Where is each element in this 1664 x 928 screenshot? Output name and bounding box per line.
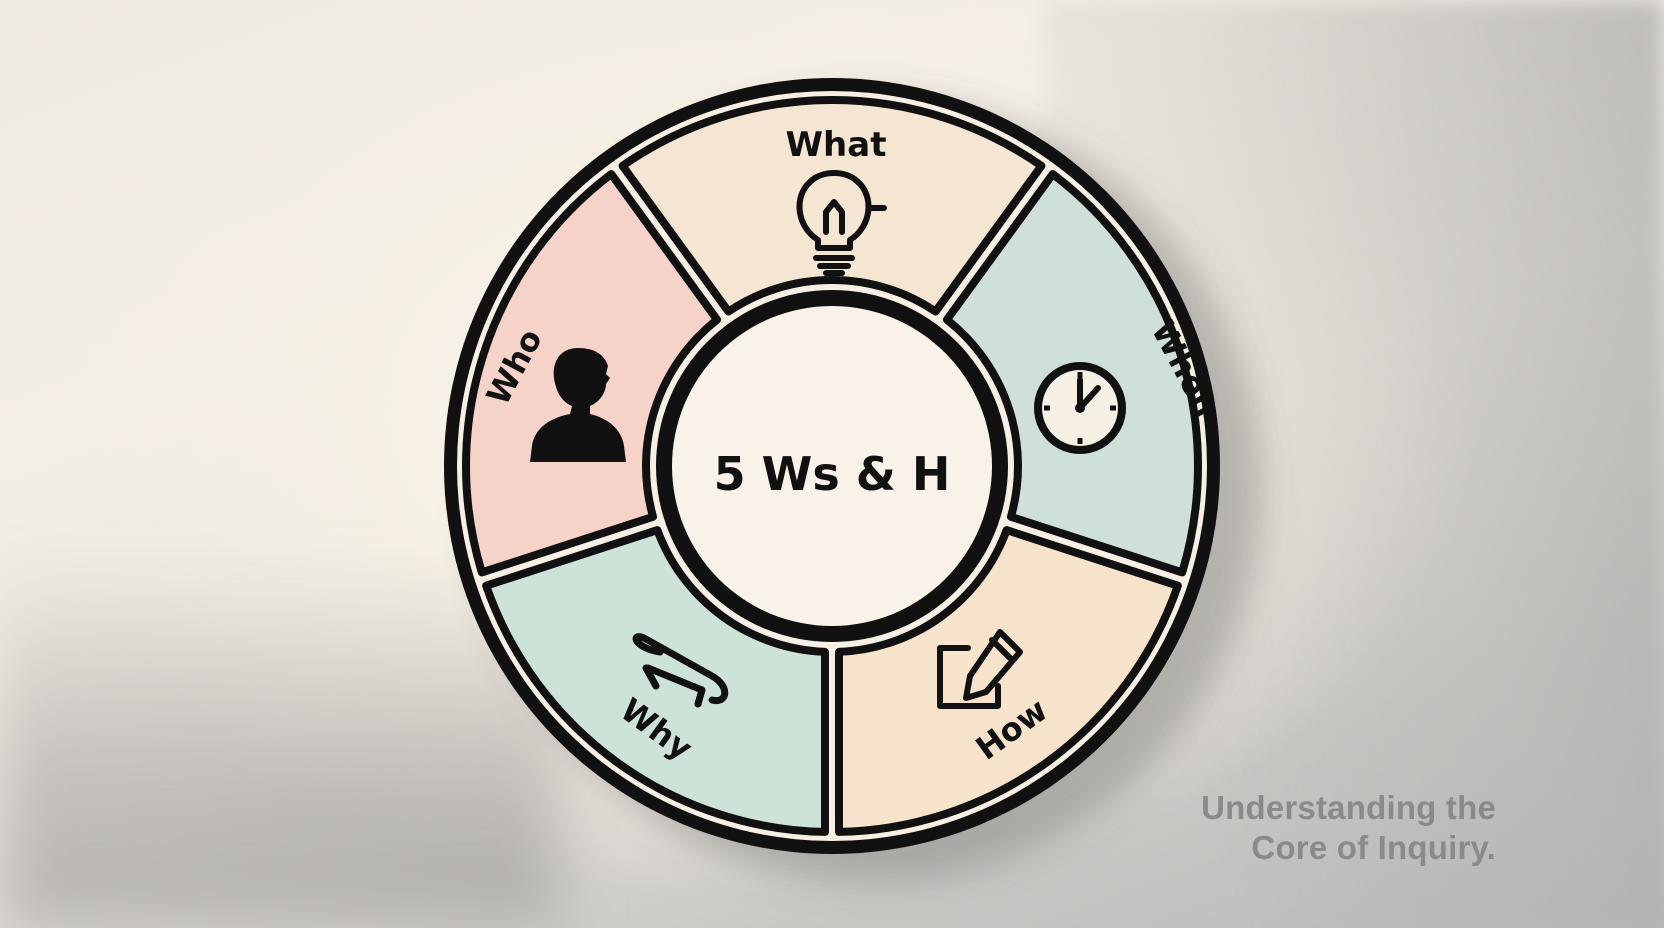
background-shadow-left — [0, 560, 560, 928]
tagline-line-1: Understanding the — [1201, 789, 1496, 826]
tagline: Understanding the Core of Inquiry. — [1201, 788, 1496, 868]
segment-how — [834, 526, 1182, 836]
lightbulb-icon — [796, 170, 887, 276]
center-circle — [672, 306, 992, 626]
clock-icon — [1034, 362, 1126, 454]
bridge-icon — [632, 633, 729, 708]
person-icon — [530, 348, 626, 462]
segment-label-what: What — [786, 125, 887, 165]
edit-icon — [937, 629, 1023, 709]
center-label: 5 Ws & H — [714, 447, 951, 501]
tagline-line-2: Core of Inquiry. — [1251, 829, 1496, 866]
